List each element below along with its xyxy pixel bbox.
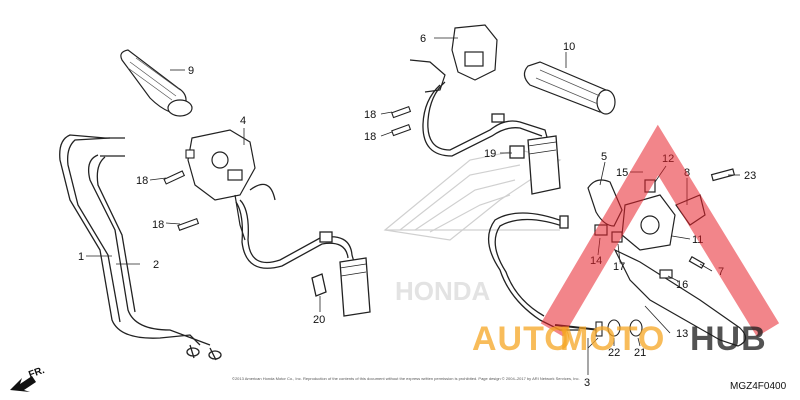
callout-20: 20 <box>313 314 325 326</box>
watermark-moto: MOTO <box>560 320 665 358</box>
callout-9: 9 <box>188 65 194 77</box>
callout-1: 1 <box>78 251 84 263</box>
callout-19: 19 <box>484 148 496 160</box>
callout-22: 22 <box>608 347 620 359</box>
throttle-grip <box>120 49 193 117</box>
callout-6: 6 <box>420 33 426 45</box>
copyright-note: ©2013 American Honda Motor Co., Inc. Rep… <box>232 376 580 381</box>
mounting-bolts-right <box>391 105 412 137</box>
callout-21: 21 <box>634 347 646 359</box>
callout-2: 2 <box>153 259 159 271</box>
automotohub-watermark: AUTO MOTO HUB <box>472 124 780 358</box>
callout-4: 4 <box>240 115 246 127</box>
left-switch-harness <box>235 183 371 317</box>
right-switch-harness <box>422 81 561 195</box>
callout-13: 13 <box>676 328 688 340</box>
mounting-bolts-left <box>163 149 200 231</box>
front-direction-label: FR. <box>27 365 46 381</box>
front-direction-arrow: FR. <box>10 365 46 392</box>
callout-16: 16 <box>676 279 688 291</box>
clutch-nuts <box>595 319 643 337</box>
right-grip <box>523 61 616 115</box>
throttle-cables <box>59 134 222 361</box>
watermark-hub: HUB <box>690 320 767 358</box>
honda-wing-logo <box>383 149 562 241</box>
callout-15: 15 <box>616 167 628 179</box>
callout-3: 3 <box>584 377 590 389</box>
right-switch-housing <box>409 24 498 93</box>
callout-18c: 18 <box>364 109 376 121</box>
callout-10: 10 <box>563 41 575 53</box>
callout-18b: 18 <box>152 219 164 231</box>
callout-17: 17 <box>613 261 625 273</box>
callout-23: 23 <box>744 170 756 182</box>
honda-logo-text: HONDA <box>395 276 491 306</box>
watermark-auto: AUTO <box>472 320 572 358</box>
callout-18a: 18 <box>136 175 148 187</box>
callout-11: 11 <box>692 234 703 246</box>
callout-18d: 18 <box>364 131 376 143</box>
callout-5: 5 <box>601 151 607 163</box>
left-switch-housing <box>187 129 256 241</box>
diagram-code: MGZ4F0400 <box>730 381 787 392</box>
